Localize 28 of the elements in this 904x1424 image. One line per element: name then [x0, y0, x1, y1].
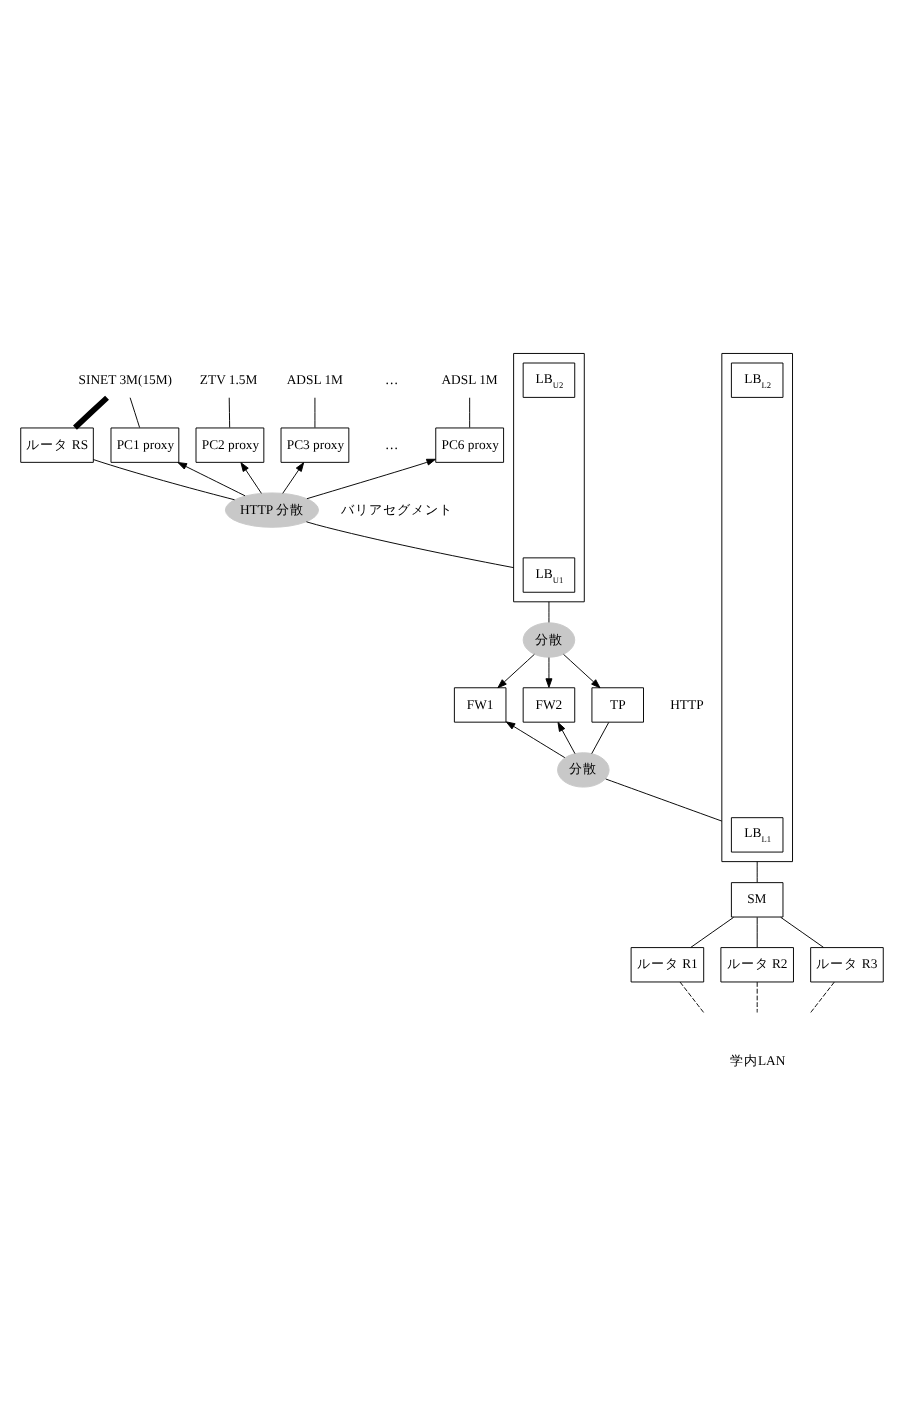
arrow [306, 458, 436, 500]
connector [129, 397, 141, 429]
arrow [240, 462, 262, 494]
connector [305, 521, 515, 569]
connector [679, 981, 705, 1013]
connector [314, 397, 316, 429]
connector [548, 601, 550, 623]
connector [756, 916, 758, 948]
arrow [177, 462, 246, 497]
connector [92, 459, 236, 501]
arrow [563, 653, 601, 689]
connector [780, 916, 824, 948]
arrow [557, 722, 576, 755]
connector [469, 397, 471, 429]
cluster [721, 352, 793, 863]
arrow [497, 653, 535, 689]
connector [756, 981, 758, 1013]
connector [73, 395, 109, 430]
arrow [545, 657, 553, 688]
connector [756, 861, 758, 883]
connector [228, 397, 231, 429]
connector [810, 981, 835, 1013]
connector [591, 722, 610, 755]
cluster [513, 352, 585, 603]
connector [690, 916, 735, 948]
arrow [505, 721, 566, 759]
arrow [282, 462, 305, 494]
connector [605, 778, 723, 822]
